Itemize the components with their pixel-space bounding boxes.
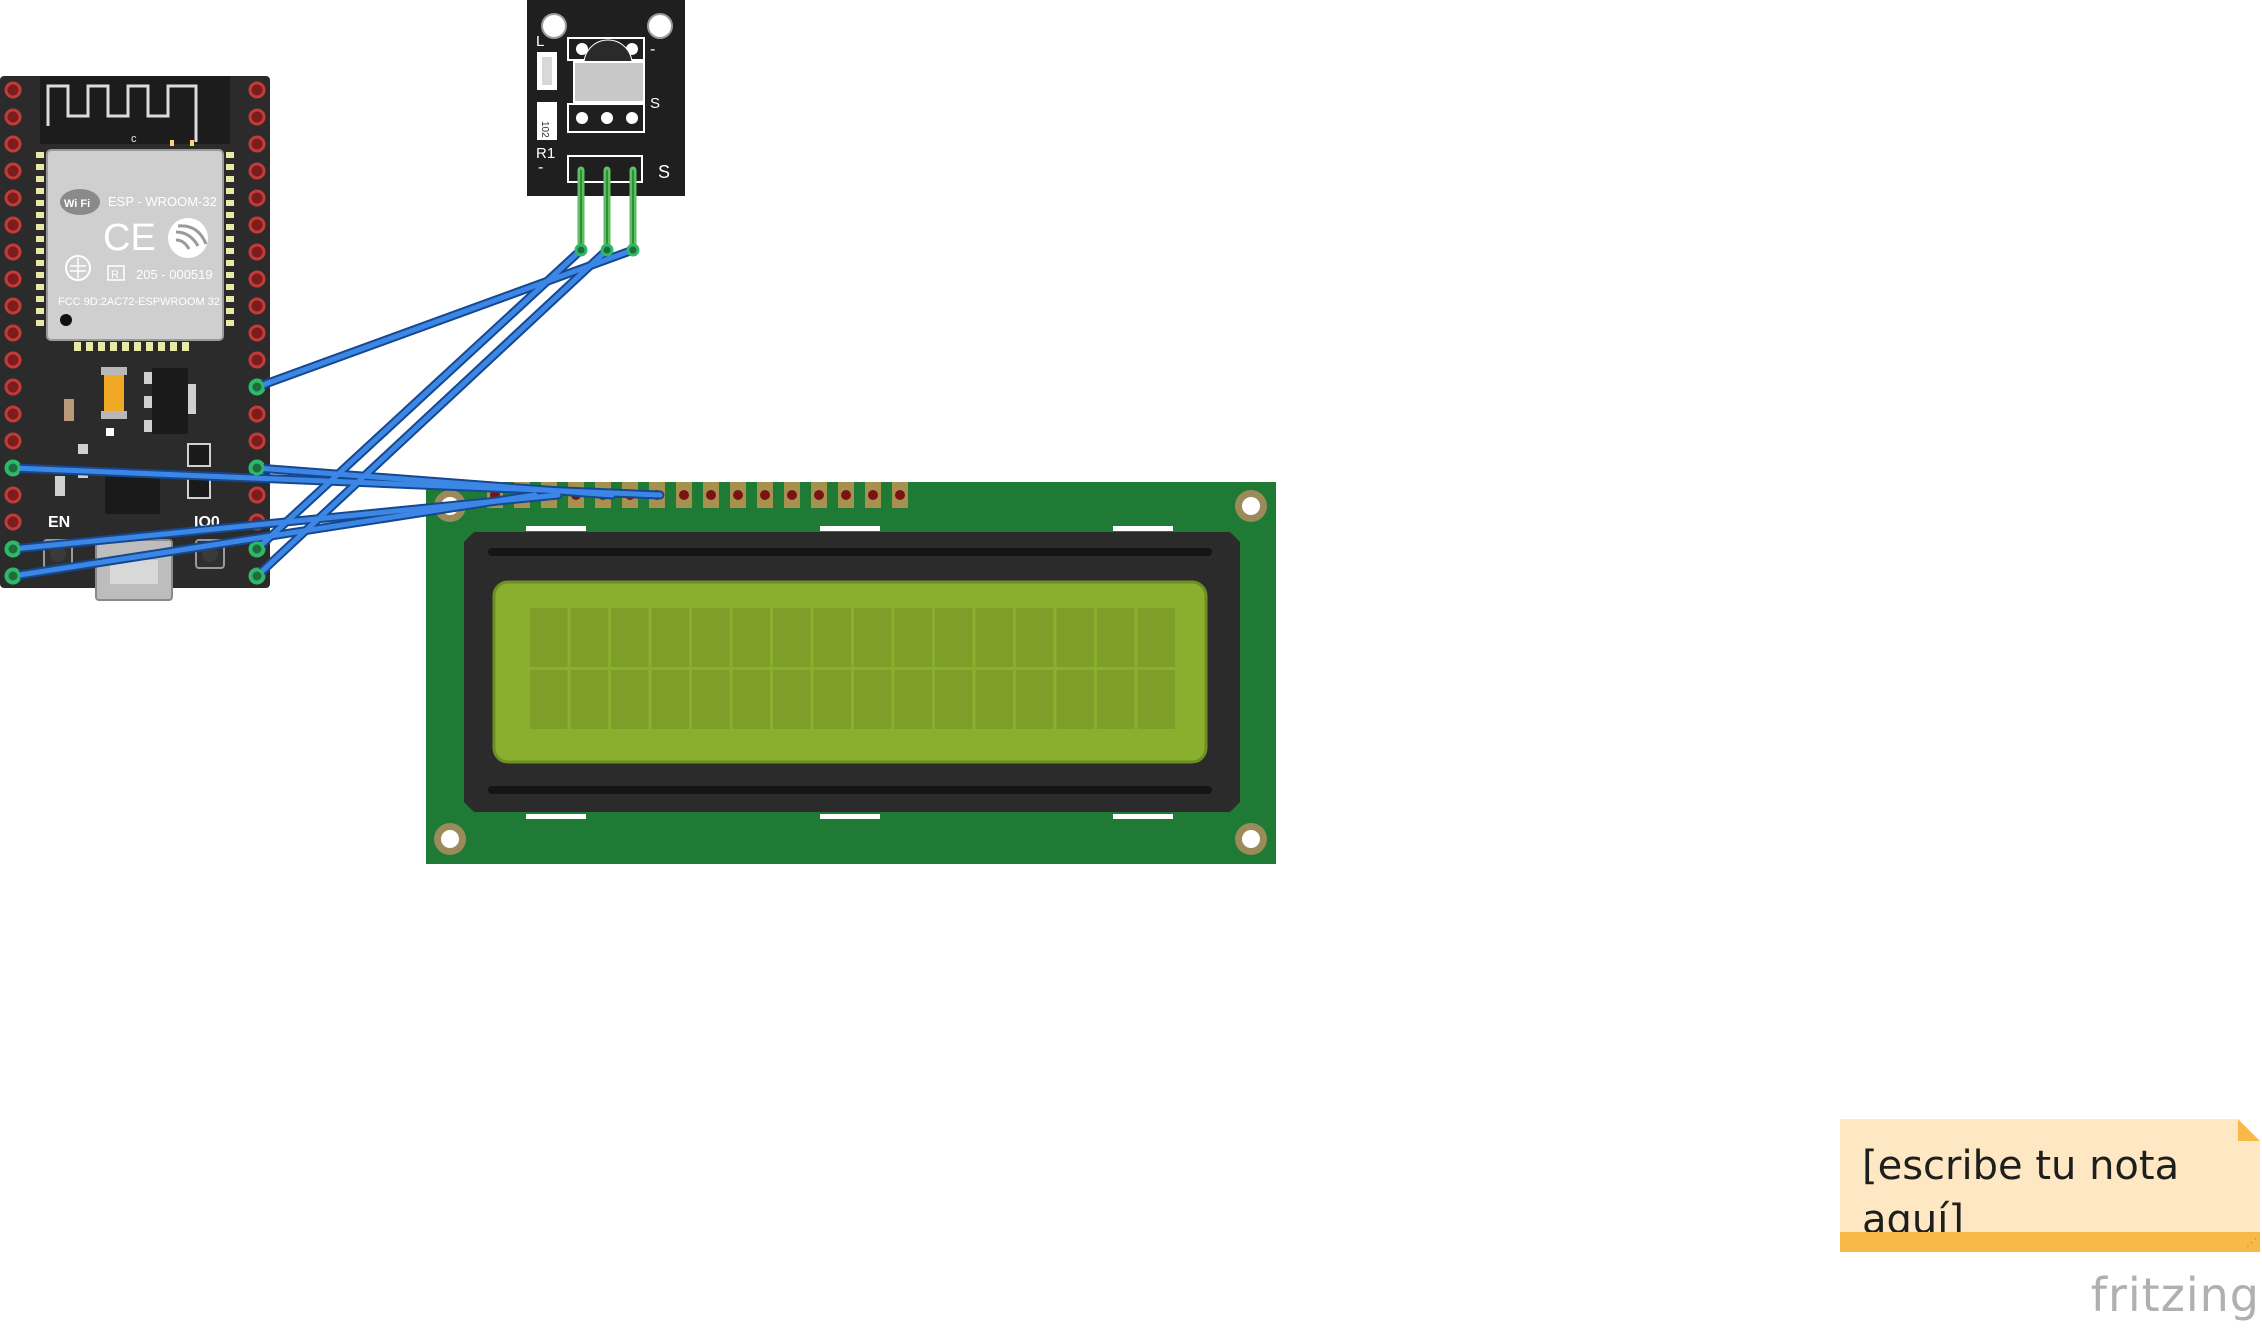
wifi-logo-icon: Wi Fi [60,189,100,215]
lcd-char-cell [854,608,892,667]
lcd-char-cell [1016,608,1054,667]
lcd-char-cell [611,608,649,667]
wire-lcd-4[interactable] [10,492,538,579]
lcd-char-cell [773,670,811,729]
note-text[interactable]: [escribe tu nota aquí] [1862,1143,2180,1243]
fritzing-logo: fritzing [2090,1268,2260,1322]
ir-label-l: L [536,33,544,50]
esp32-board[interactable]: c Wi Fi ESP - WROOM-32 CE [0,76,270,601]
lcd-char-cell [1097,608,1135,667]
lcd-pin[interactable] [892,482,908,508]
lcd-pin[interactable] [757,482,773,508]
wire-ir-vcc[interactable] [254,247,610,579]
lcd-char-cell [1056,670,1094,729]
wire-lcd-2[interactable] [254,465,615,498]
antenna-trace [46,84,198,142]
en-label: EN [48,514,70,531]
cert-reg-number: 205 - 000519 [136,267,213,282]
lcd-char-cell [854,670,892,729]
lcd-char-cell [975,670,1013,729]
lcd-char-cell [732,670,770,729]
lcd-char-cell [1137,670,1175,729]
ir-pins-label-s: S [658,162,670,182]
lcd-char-cell [1016,670,1054,729]
lcd-char-cell [813,670,851,729]
lcd-pin[interactable] [838,482,854,508]
lcd-char-cell [935,670,973,729]
esp32-left-pins[interactable] [4,81,22,531]
lcd-pin[interactable] [784,482,800,508]
ir-sensor-body [573,61,645,103]
lcd-char-cell [732,608,770,667]
sticky-note[interactable]: [escribe tu nota aquí] ⋰ [1840,1119,2260,1252]
module-name: ESP - WROOM-32 [108,194,217,209]
ce-mark: CE [103,217,156,259]
lcd-16x2-module[interactable] [426,482,1276,864]
lcd-char-cell [570,608,608,667]
fcc-id: FCC 9D:2AC72-ESPWROOM 32 [58,296,220,308]
lcd-char-cell [611,670,649,729]
lcd-char-cell [894,608,932,667]
ir-label-s: S [650,95,660,112]
wire-endpoints [5,243,640,584]
lcd-char-cell [773,608,811,667]
resize-grip-icon[interactable]: ⋰ [2246,1236,2257,1249]
lcd-character-grid [530,608,1175,729]
lcd-pin[interactable] [865,482,881,508]
ir-receiver-module[interactable]: L 102 R1 - - S S [527,0,685,254]
lcd-char-cell [692,608,730,667]
note-footer-bar [1840,1232,2260,1252]
lcd-pin[interactable] [703,482,719,508]
wires[interactable] [5,243,665,584]
lcd-pin[interactable] [811,482,827,508]
lcd-char-cell [530,670,568,729]
lcd-pin[interactable] [730,482,746,508]
wire-ir-gnd[interactable] [254,247,584,552]
lcd-char-cell [651,670,689,729]
lcd-char-cell [530,608,568,667]
esp32-right-pins[interactable] [248,81,266,531]
lcd-char-cell [1056,608,1094,667]
espressif-logo-icon [168,218,208,258]
ir-top-minus: - [650,41,655,58]
ir-resistor-code: 102 [539,121,550,138]
antenna-label: c [131,133,137,145]
lcd-char-cell [1137,608,1175,667]
lcd-char-cell [692,670,730,729]
lcd-char-cell [1097,670,1135,729]
wire-ir-signal[interactable] [254,247,636,390]
lcd-char-cell [813,608,851,667]
cert-r-mark: R [111,269,119,281]
ir-label-minus: - [538,159,543,176]
lcd-char-cell [894,670,932,729]
lcd-char-cell [975,608,1013,667]
lcd-char-cell [651,608,689,667]
ir-label-r1: R1 [536,145,555,162]
ir-sensor-dome [583,39,633,65]
cert-icon [65,255,91,281]
lcd-char-cell [935,608,973,667]
lcd-char-cell [570,670,608,729]
lcd-pin[interactable] [676,482,692,508]
wifi-logo-label: Wi Fi [64,198,90,210]
